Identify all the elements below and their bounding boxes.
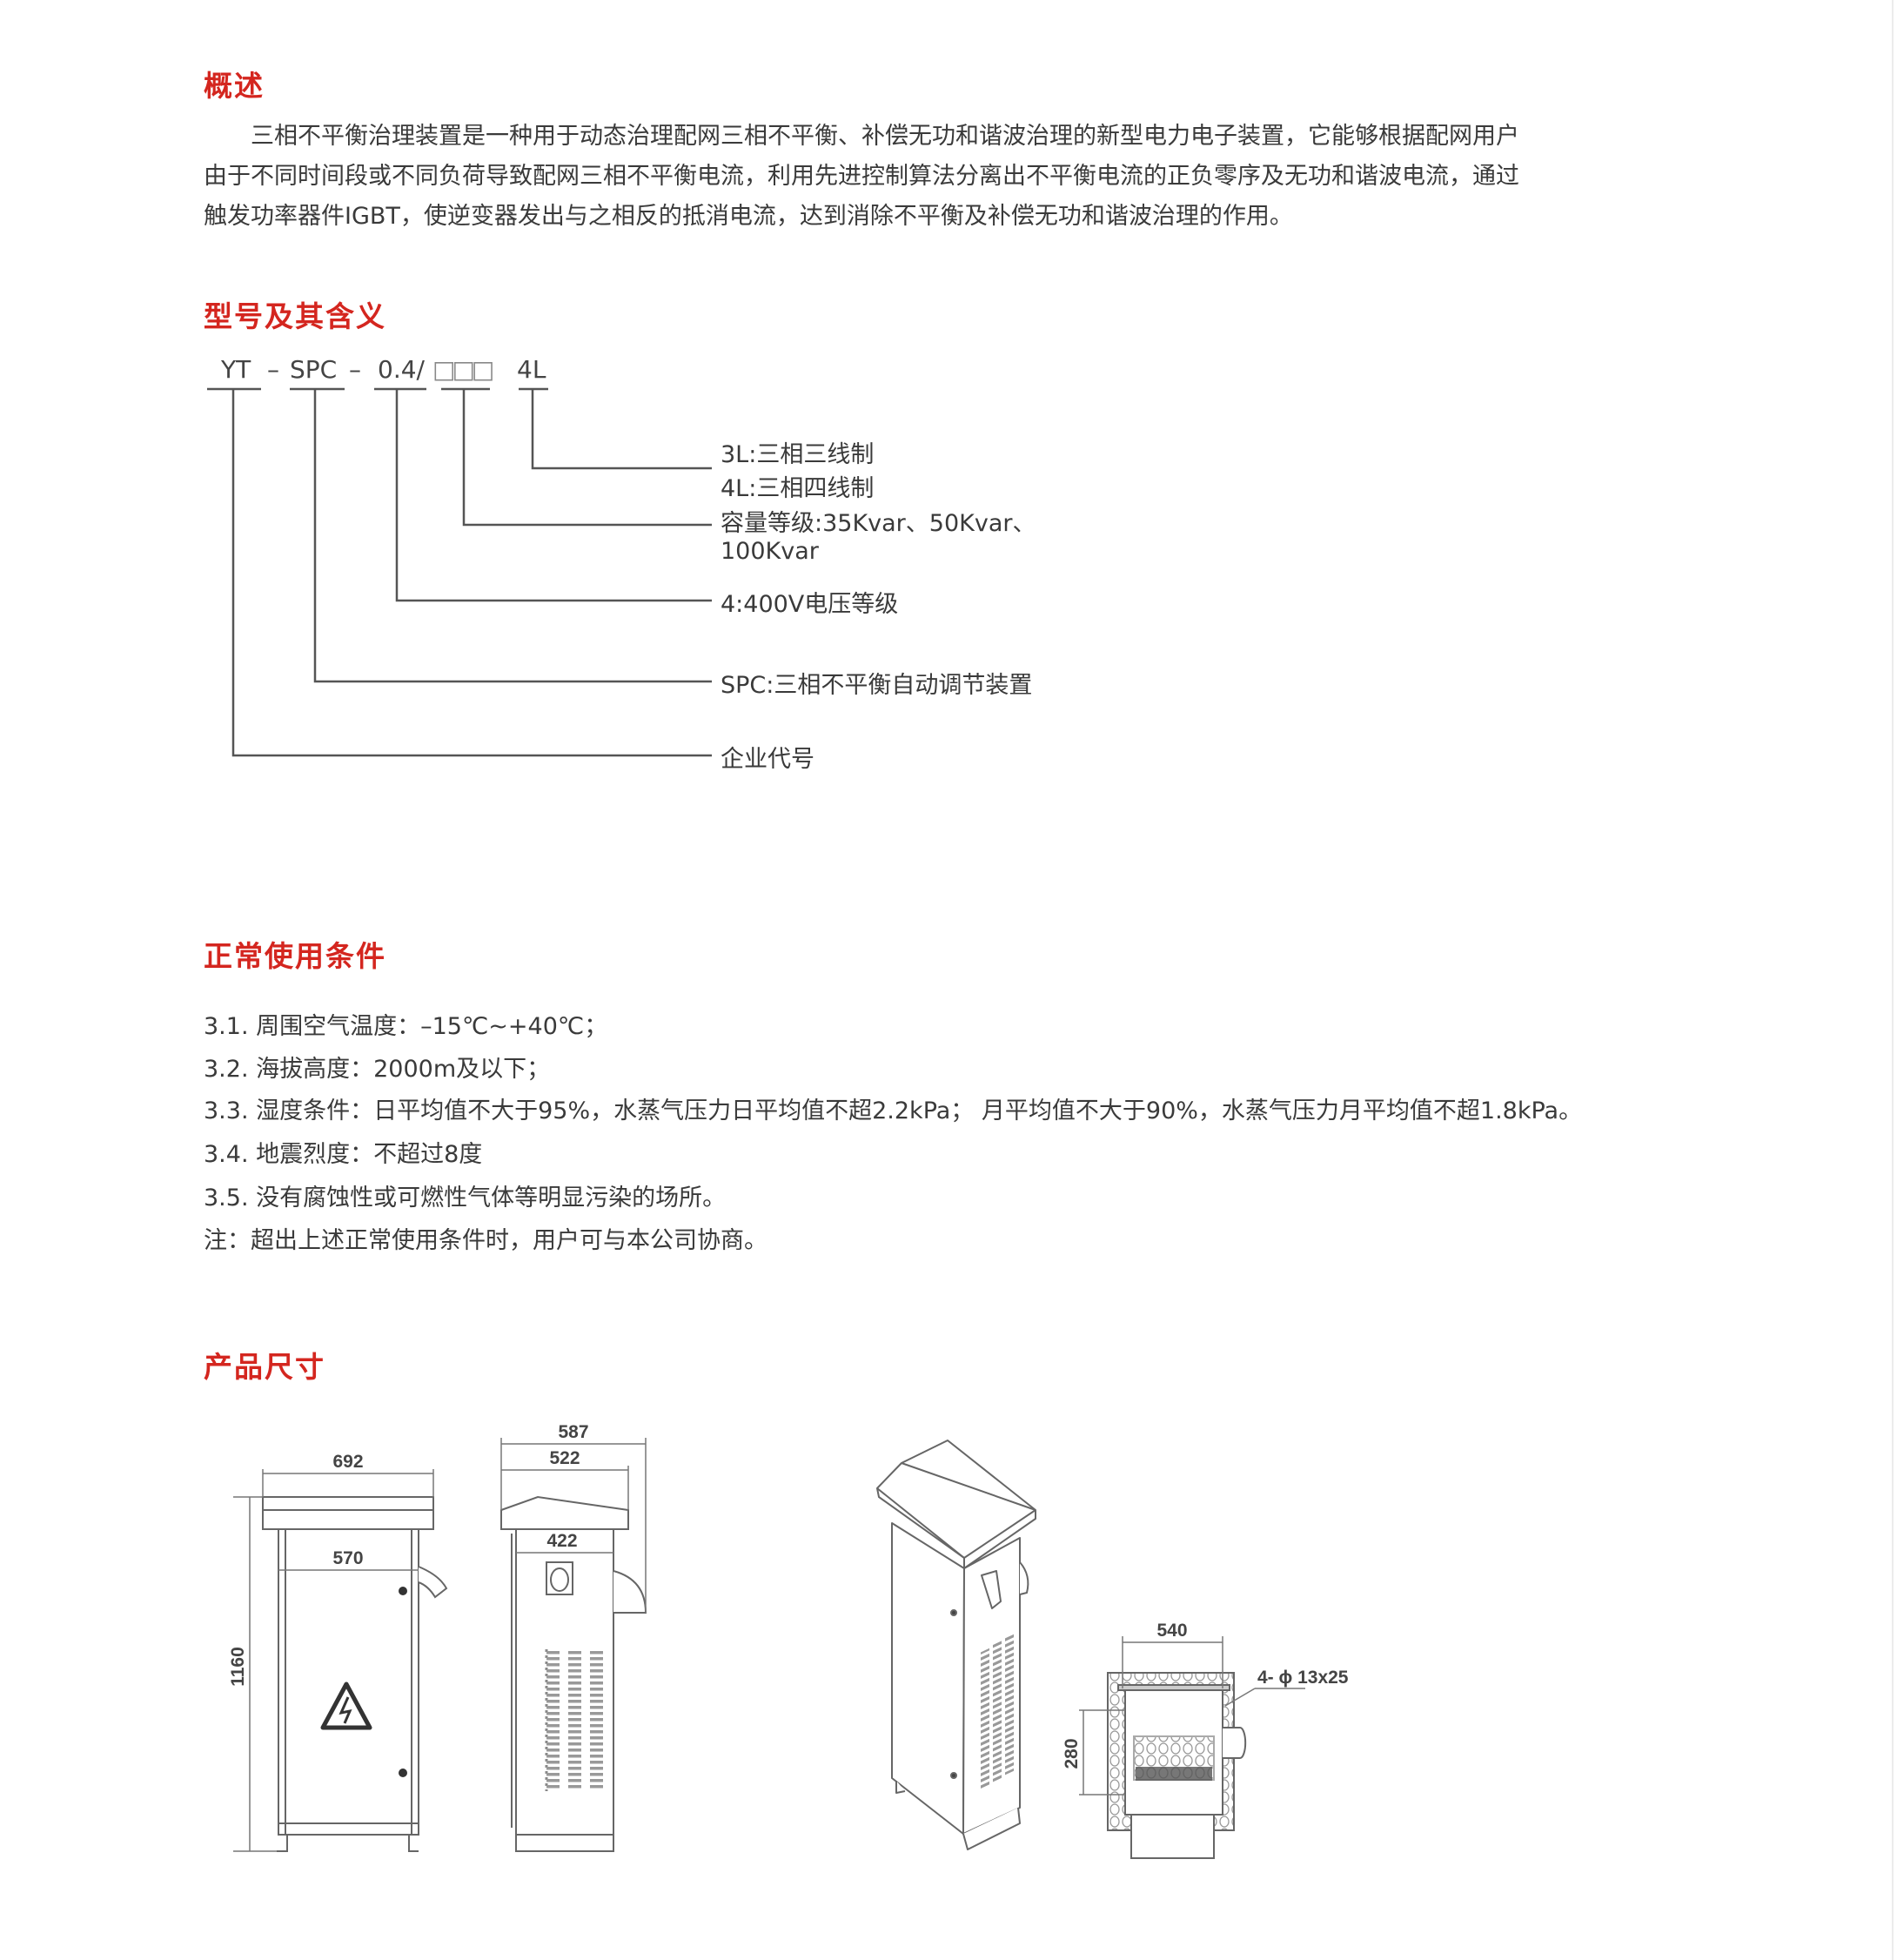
- front-view-drawing: [233, 1469, 448, 1852]
- bottom-view-drawing: [1079, 1636, 1305, 1859]
- conditions-heading: 正常使用条件: [204, 939, 386, 973]
- overview-paragraph: 三相不平衡治理装置是一种用于动态治理配网三相不平衡、补偿无功和谐波治理的新型电力…: [204, 117, 1681, 237]
- dim-mounting-holes: 4- ϕ 13x25: [1257, 1668, 1349, 1688]
- model-leader-lines: [207, 387, 712, 757]
- condition-item: 3.5. 没有腐蚀性或可燃性气体等明显污染的场所。: [204, 1185, 727, 1212]
- condition-item: 3.1. 周围空气温度：–15℃~+40℃；: [204, 1013, 608, 1040]
- overview-line: 三相不平衡治理装置是一种用于动态治理配网三相不平衡、补偿无功和谐波治理的新型电力…: [204, 123, 1519, 150]
- condition-item: 3.3. 湿度条件：日平均值不大于95%，水蒸气压力日平均值不超2.2kPa； …: [204, 1097, 1583, 1124]
- label-capacity-cont: 100Kvar: [721, 538, 819, 565]
- condition-note: 注：超出上述正常使用条件时，用户可与本公司协商。: [204, 1227, 768, 1254]
- code-part-voltage: 0.4/: [378, 355, 425, 384]
- dim-front-height: 1160: [228, 1647, 248, 1687]
- code-part-capacity: □□□: [432, 355, 494, 384]
- model-heading: 型号及其含义: [204, 299, 386, 333]
- door-lock-dot: [399, 1587, 407, 1595]
- dim-bottom-width: 540: [1156, 1621, 1187, 1641]
- high-voltage-warning-icon: [320, 1681, 372, 1730]
- code-part-wiring: 4L: [517, 355, 546, 384]
- label-spc: SPC:三相不平衡自动调节装置: [721, 672, 1033, 699]
- label-capacity: 容量等级:35Kvar、50Kvar、: [721, 510, 1036, 537]
- dim-front-width-top: 692: [332, 1452, 363, 1472]
- page-edge: [1892, 0, 1894, 1960]
- dim-side-depth-roof: 522: [549, 1448, 580, 1468]
- condition-item: 3.2. 海拔高度：2000m及以下；: [204, 1056, 551, 1083]
- label-3l: 3L:三相三线制: [721, 441, 875, 468]
- label-4l: 4L:三相四线制: [721, 475, 875, 502]
- code-dash: –: [349, 355, 361, 384]
- overview-line: 由于不同时间段或不同负荷导致配网三相不平衡电流，利用先进控制算法分离出不平衡电流…: [204, 163, 1519, 190]
- door-lock-dot: [399, 1769, 407, 1777]
- dim-bottom-depth: 280: [1062, 1738, 1082, 1769]
- overview-line: 触发功率器件IGBT，使逆变器发出与之相反的抵消电流，达到消除不平衡及补偿无功和…: [204, 203, 1293, 230]
- overview-heading: 概述: [204, 69, 265, 103]
- label-company: 企业代号: [721, 746, 814, 773]
- side-vent-grille: [546, 1649, 603, 1791]
- label-voltage: 4:400V电压等级: [721, 591, 899, 618]
- dim-side-depth-total: 587: [558, 1422, 588, 1442]
- code-dash: –: [267, 355, 279, 384]
- code-part-yt: YT: [221, 355, 251, 384]
- code-part-spc: SPC: [290, 355, 338, 384]
- dim-side-depth-body: 422: [546, 1531, 577, 1551]
- iso-vent-grille: [981, 1633, 1014, 1790]
- dimensions-heading: 产品尺寸: [204, 1350, 325, 1384]
- dim-front-width-body: 570: [332, 1548, 363, 1568]
- condition-item: 3.4. 地震烈度：不超过8度: [204, 1141, 483, 1168]
